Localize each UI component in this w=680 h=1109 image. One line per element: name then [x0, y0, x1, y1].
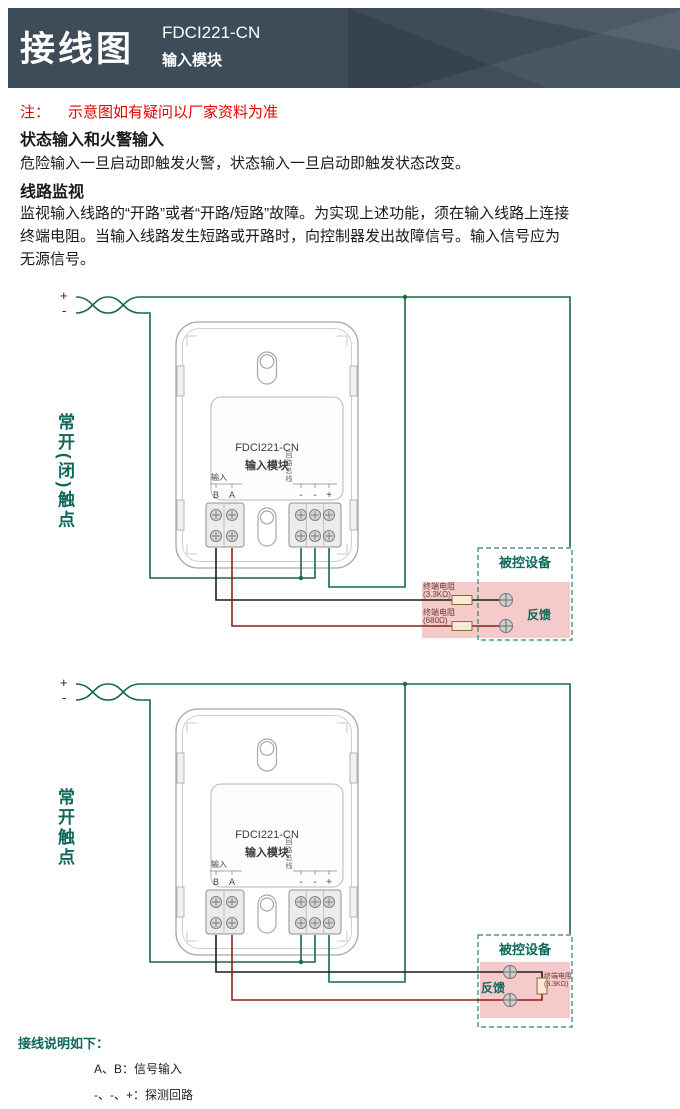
- screw-slot: [500, 594, 512, 606]
- header-banner: 接线图 FDCI221-CN 输入模块: [8, 8, 680, 88]
- section-heading-line-monitoring: 线路监视: [20, 184, 85, 201]
- wire-junction: [402, 294, 408, 300]
- module-2-name-label: 输入模块: [245, 847, 289, 859]
- contact-type-label-2: 常开触点: [55, 788, 74, 868]
- input-a-wire: [231, 548, 452, 627]
- resistor-3k3-icon: [451, 595, 473, 605]
- wiring-note-ab: A、B：信号输入: [94, 1062, 183, 1076]
- loop-minus-label: -: [62, 303, 67, 318]
- device-box-fill-1: [422, 582, 570, 638]
- module-1-name-label: 输入模块: [245, 460, 289, 472]
- terminal-plus-label: +: [326, 877, 332, 888]
- loop-minus-label: -: [62, 690, 67, 705]
- feedback-label-2: 反馈: [481, 981, 506, 995]
- feedback-screw-icon: [503, 993, 517, 1007]
- loop-minus-wire: [140, 699, 316, 963]
- terminal-resistor-value: (3.3KΩ): [423, 590, 451, 599]
- input-signal-wires: [215, 548, 543, 1001]
- loop-plus-label: +: [60, 675, 68, 690]
- device-box-title-2: 被控设备: [498, 942, 551, 957]
- device-box-title-1: 被控设备: [498, 555, 551, 570]
- section-heading-status-input: 状态输入和火警输入: [20, 132, 165, 149]
- terminal-resistor-name: 终端电阻: [423, 608, 455, 617]
- terminal-minus-label: -: [313, 490, 316, 501]
- input-b-wire: [215, 935, 503, 973]
- note-label: 注：: [20, 104, 51, 121]
- module-1-model-label: FDCI221-CN: [235, 442, 299, 454]
- screw-slot: [500, 620, 512, 632]
- terminal-a-label: A: [229, 490, 235, 500]
- input-b-wire: [215, 548, 452, 601]
- terminal-bracket: [293, 483, 337, 488]
- terminal-b-label: B: [213, 490, 219, 500]
- page-title: 接线图: [20, 30, 135, 69]
- terminal-resistor-value: (3.3KΩ): [544, 981, 569, 988]
- terminal-bracket: [210, 870, 242, 875]
- resistor-680-icon: [451, 621, 473, 631]
- wiring-notes-title: 接线说明如下：: [18, 1036, 110, 1051]
- loop-bus-wires: [75, 294, 571, 983]
- input-terminals-label: 输入: [211, 859, 227, 869]
- loop-plus-wire: [140, 296, 571, 547]
- twisted-pair-wire: [75, 296, 141, 314]
- terminal-resistor-value: (680Ω): [423, 616, 448, 625]
- feedback-screw-icon: [499, 619, 513, 633]
- input-a-wire: [231, 935, 503, 1001]
- terminal-bracket: [293, 870, 337, 875]
- feedback-screw-icon: [499, 593, 513, 607]
- loop-plus-wire: [140, 683, 571, 934]
- terminal-plus-label: +: [326, 490, 332, 501]
- terminal-bracket: [210, 483, 242, 488]
- note-line: 注： 示意图如有疑问以厂家资料为准: [20, 101, 278, 122]
- twisted-pair-wire: [75, 683, 141, 701]
- resistor-3k3-icon: [536, 977, 548, 995]
- terminal-minus-label: -: [313, 877, 316, 888]
- input-a-wire: [517, 994, 543, 1001]
- loop-minus-wire: [140, 312, 316, 579]
- twisted-pair-wire: [75, 296, 141, 314]
- module-1-terminal-labels: 输入 B A - - +: [210, 472, 337, 501]
- feedback-label-1: 反馈: [527, 608, 552, 622]
- loop-plus-branch-wire: [328, 297, 406, 588]
- screw-slot: [504, 994, 516, 1006]
- section-paragraph-line-monitoring: 监视输入线路的“开路”或者“开路/短路”故障。为实现上述功能，须在输入线路上连接…: [20, 205, 570, 268]
- twisted-pair-wire: [75, 683, 141, 701]
- terminal-a-label: A: [229, 877, 235, 887]
- device-box-border-2: [477, 934, 573, 1028]
- loop-plus-label: +: [60, 288, 68, 303]
- wire-junction: [402, 681, 408, 687]
- note-text: 示意图如有疑问以厂家资料为准: [68, 104, 279, 121]
- loop-plus-branch-wire: [328, 684, 406, 983]
- section-paragraph-status-input: 危险输入一旦启动即触发火警，状态输入一旦启动即触发状态改变。: [20, 155, 471, 172]
- device-box-border-1: [477, 547, 573, 641]
- module-2-terminal-labels: 输入 B A - - +: [210, 859, 337, 888]
- header-model-number: FDCI221-CN: [162, 23, 261, 42]
- terminal-minus-label: -: [299, 877, 302, 888]
- wire-junction: [298, 959, 304, 965]
- wiring-note-loop: -、-、+：探测回路: [94, 1088, 194, 1102]
- terminal-b-label: B: [213, 877, 219, 887]
- module-2-model-label: FDCI221-CN: [235, 829, 299, 841]
- terminal-minus-label: -: [299, 490, 302, 501]
- screw-slot: [504, 966, 516, 978]
- header-module-name: 输入模块: [162, 52, 223, 69]
- loop-bus-label-1: 回路总线: [285, 451, 292, 483]
- input-b-wire: [517, 971, 543, 978]
- input-terminals-label: 输入: [211, 472, 227, 482]
- wire-junction: [298, 575, 304, 581]
- feedback-screw-icon: [503, 965, 517, 979]
- contact-type-label-1: 常开(闭)触点: [55, 413, 74, 531]
- terminal-resistor-name: 终端电阻: [544, 973, 572, 980]
- terminal-resistor-name: 终端电阻: [423, 582, 455, 591]
- loop-bus-label-2: 回路总线: [285, 838, 292, 870]
